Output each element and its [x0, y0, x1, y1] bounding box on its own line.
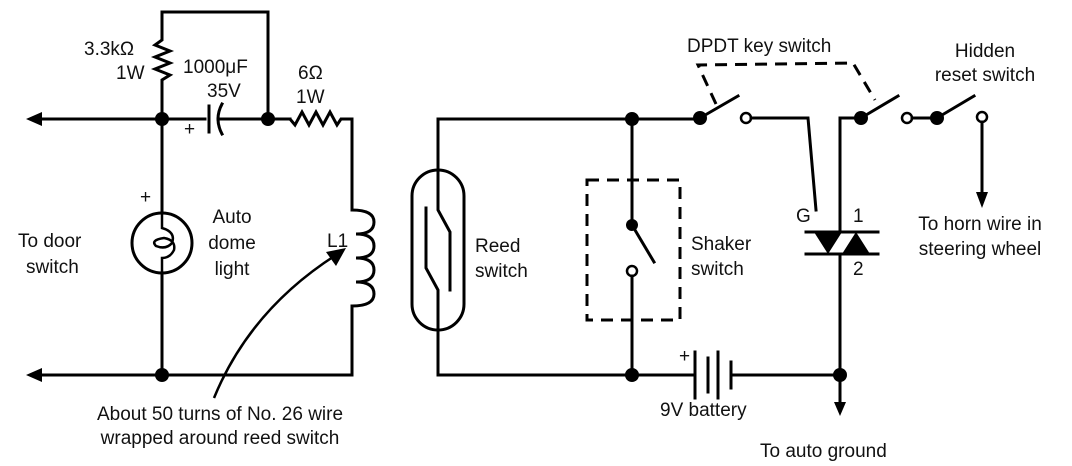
triac-mt1-label: 1	[853, 206, 864, 227]
lamp-label-1: Auto	[212, 207, 252, 228]
left-bottom-wire	[26, 368, 354, 382]
cap-polarity-label: +	[184, 119, 196, 140]
shaker-switch	[585, 117, 682, 377]
ground-label: To auto ground	[760, 441, 887, 462]
dome-light	[130, 117, 194, 377]
shaker-label-1: Shaker	[691, 234, 752, 255]
reed-switch	[410, 117, 634, 377]
triac-mt2-label: 2	[853, 259, 864, 280]
triac	[804, 230, 880, 377]
hidden-label-2: reset switch	[934, 65, 1036, 86]
inductor-label: L1	[327, 231, 349, 252]
coil-note-2: wrapped around reed switch	[100, 428, 340, 449]
dpdt-switch-pole-2	[838, 93, 914, 234]
cap-voltage-label: 35V	[207, 81, 241, 102]
cap-value-label: 1000μF	[183, 57, 248, 78]
r1-power-label: 1W	[116, 63, 145, 84]
lamp-label-3: light	[214, 259, 250, 280]
capacitor-1000uF	[207, 101, 225, 137]
r2-value-label: 6Ω	[298, 63, 323, 84]
r1-value-label: 3.3kΩ	[84, 39, 135, 60]
coil-pointer-arrow	[212, 248, 346, 399]
battery	[630, 350, 842, 400]
shaker-label-2: switch	[691, 259, 744, 280]
battery-label: 9V battery	[660, 400, 747, 421]
dpdt-switch-pole-1	[630, 93, 818, 212]
dpdt-link	[695, 61, 877, 105]
reed-label-1: Reed	[475, 236, 521, 257]
junction	[155, 368, 169, 382]
junction	[833, 368, 847, 382]
dpdt-label: DPDT key switch	[687, 36, 832, 57]
inductor-l1	[350, 198, 376, 377]
lamp-polarity-label: +	[140, 187, 152, 208]
hidden-reset-switch	[910, 93, 989, 208]
triac-gate-label: G	[796, 206, 811, 227]
horn-label-2: steering wheel	[918, 239, 1042, 260]
door-switch-label-1: To door	[18, 231, 82, 252]
junction	[155, 112, 169, 126]
r2-power-label: 1W	[296, 87, 325, 108]
coil-note-1: About 50 turns of No. 26 wire	[96, 404, 344, 425]
lamp-label-2: dome	[208, 233, 256, 254]
hidden-label-1: Hidden	[954, 41, 1016, 62]
resistor-3k3	[150, 10, 270, 121]
resistor-6ohm	[266, 108, 354, 202]
reed-label-2: switch	[475, 261, 528, 282]
junction	[261, 112, 275, 126]
battery-polarity-label: +	[679, 346, 691, 367]
horn-label-1: To horn wire in	[918, 214, 1042, 235]
door-switch-label-2: switch	[26, 257, 79, 278]
